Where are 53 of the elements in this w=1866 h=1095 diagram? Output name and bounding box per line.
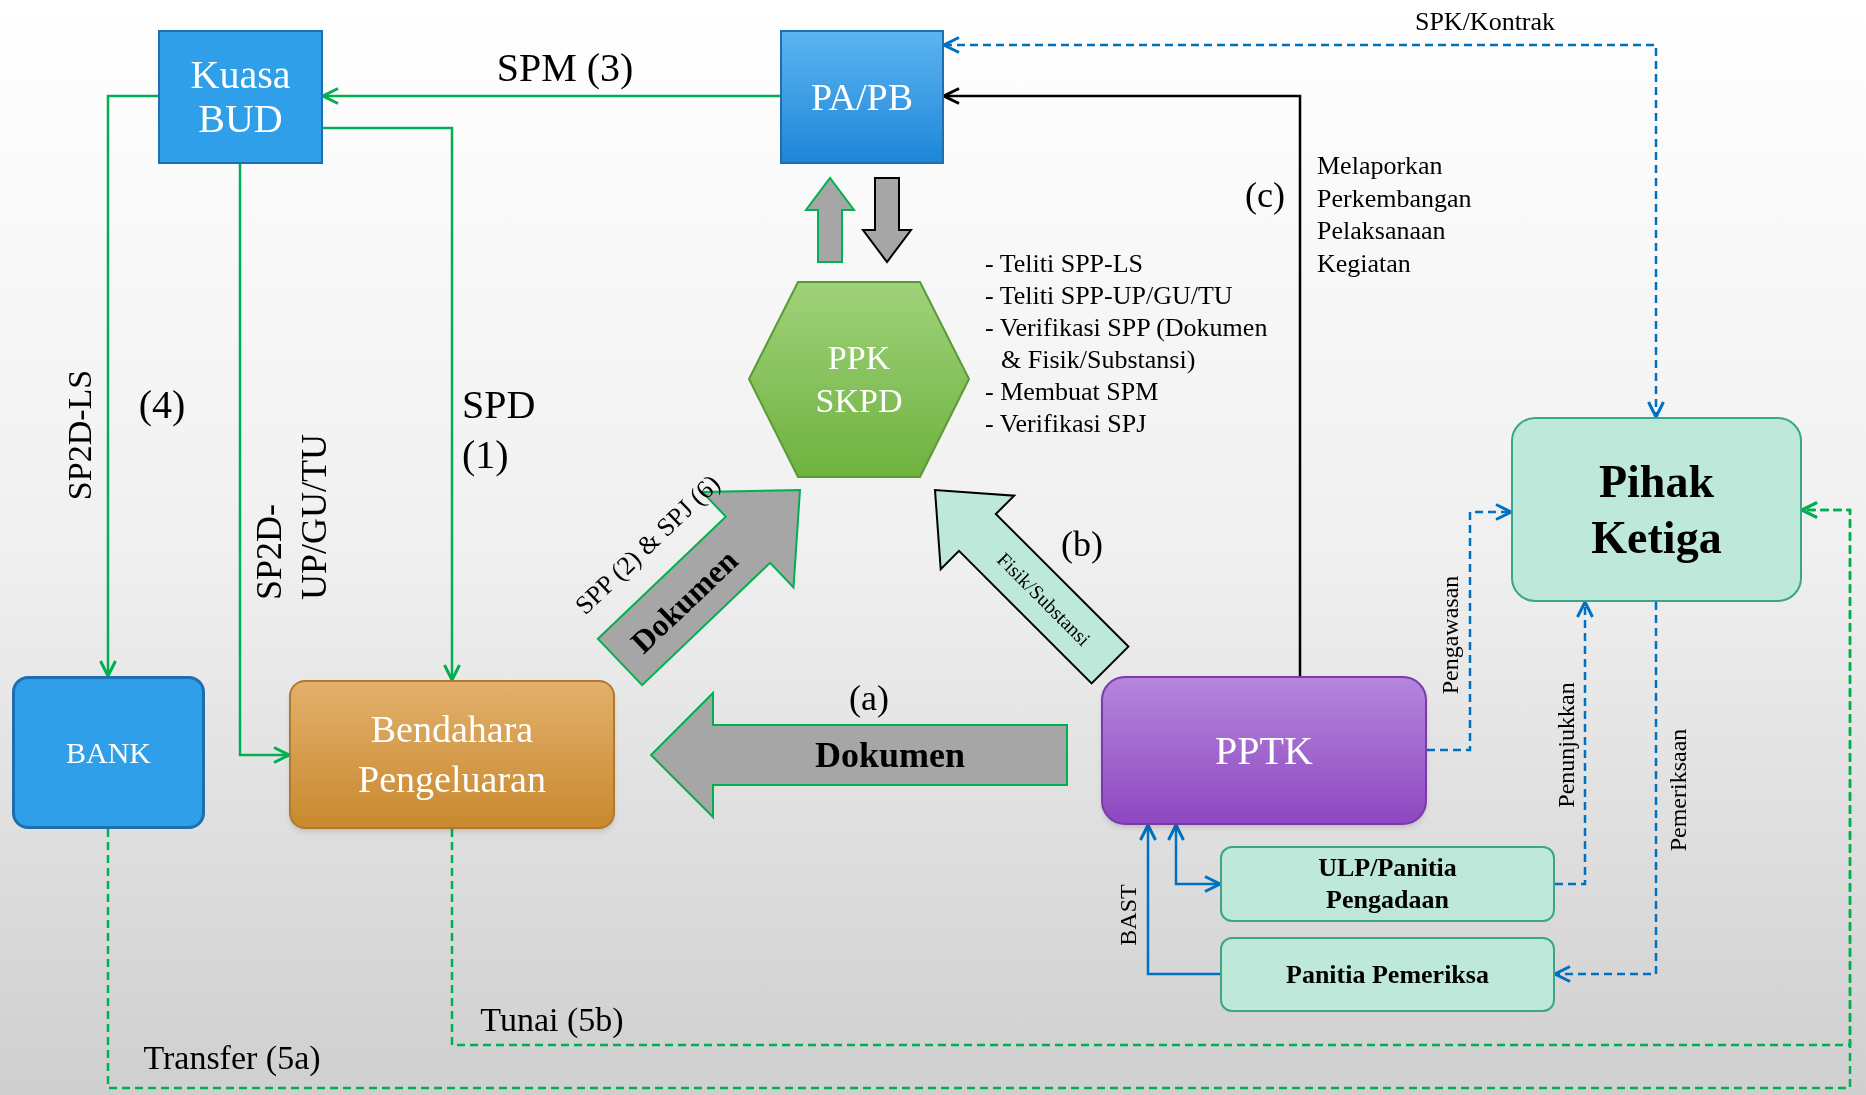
node-label: Pihak Ketiga <box>1590 455 1723 565</box>
note-label: (4) <box>138 381 186 429</box>
edge-label: SP2D- UP/GU/TU <box>248 433 335 600</box>
process-box <box>780 30 944 164</box>
block-arrow <box>804 176 856 263</box>
list-item: - Verifikasi SPP (Dokumen & Fisik/Substansi) <box>985 312 1269 376</box>
node-label: ULP/Panitia Pengadaan <box>1317 851 1458 916</box>
arrow <box>238 164 291 764</box>
block-arrow <box>596 488 802 687</box>
arrow <box>1553 602 1658 983</box>
node-label: PPTK <box>1215 726 1313 775</box>
node-label: Kuasa BUD <box>189 53 292 141</box>
block-arrow <box>933 488 1130 685</box>
rounded-box <box>289 680 615 829</box>
hexagon-node <box>748 281 970 478</box>
list-item: - Teliti SPP-UP/GU/TU <box>985 280 1234 312</box>
arrow <box>450 501 1852 1047</box>
process-box <box>158 30 323 164</box>
arrow <box>323 126 461 682</box>
edge-label: Dokumen <box>815 737 965 773</box>
rounded-box <box>1220 937 1555 1012</box>
list-item: - Teliti SPP-LS <box>985 248 1145 280</box>
note-label: (c) <box>1245 173 1285 217</box>
edge-label: Melaporkan Perkembangan Pelaksanaan Kegiatan <box>1317 150 1473 280</box>
edge-label: Pemeriksaan <box>1664 728 1692 852</box>
list-item: - Verifikasi SPJ <box>985 408 1148 440</box>
note-label: (a) <box>849 676 889 720</box>
arrow <box>1555 600 1594 886</box>
node-label: Panitia Pemeriksa <box>1286 959 1489 991</box>
arrow <box>99 94 158 678</box>
list-item: - Membuat SPM <box>985 376 1160 408</box>
edge-label: SPK/Kontrak <box>1414 5 1556 38</box>
arrow <box>1167 823 1222 893</box>
edge-label: Transfer (5a) <box>143 1037 321 1078</box>
node-label: PA/PB <box>810 74 914 120</box>
rounded-box <box>1511 417 1802 602</box>
rounded-box <box>12 676 205 829</box>
edge-label: SPD (1) <box>462 381 537 479</box>
arrow <box>1427 503 1513 752</box>
edge-label: SP2D-LS <box>59 369 99 501</box>
node-label: BANK <box>66 735 151 771</box>
arrow <box>1139 823 1220 976</box>
edge-label: BAST <box>1114 884 1142 946</box>
rounded-box <box>1220 846 1555 922</box>
block-arrow <box>861 177 913 264</box>
edge-label: Pengawasan <box>1436 575 1464 695</box>
node-label: Bendahara Pengeluaran <box>357 707 547 802</box>
edge-label: SPM (3) <box>496 44 634 92</box>
edge-label: Tunai (5b) <box>480 999 624 1040</box>
rounded-box <box>1101 676 1427 825</box>
edge-label: Penunjukkan <box>1552 682 1580 808</box>
block-arrow <box>649 690 1068 820</box>
node-label: PPK SKPD <box>814 338 904 421</box>
